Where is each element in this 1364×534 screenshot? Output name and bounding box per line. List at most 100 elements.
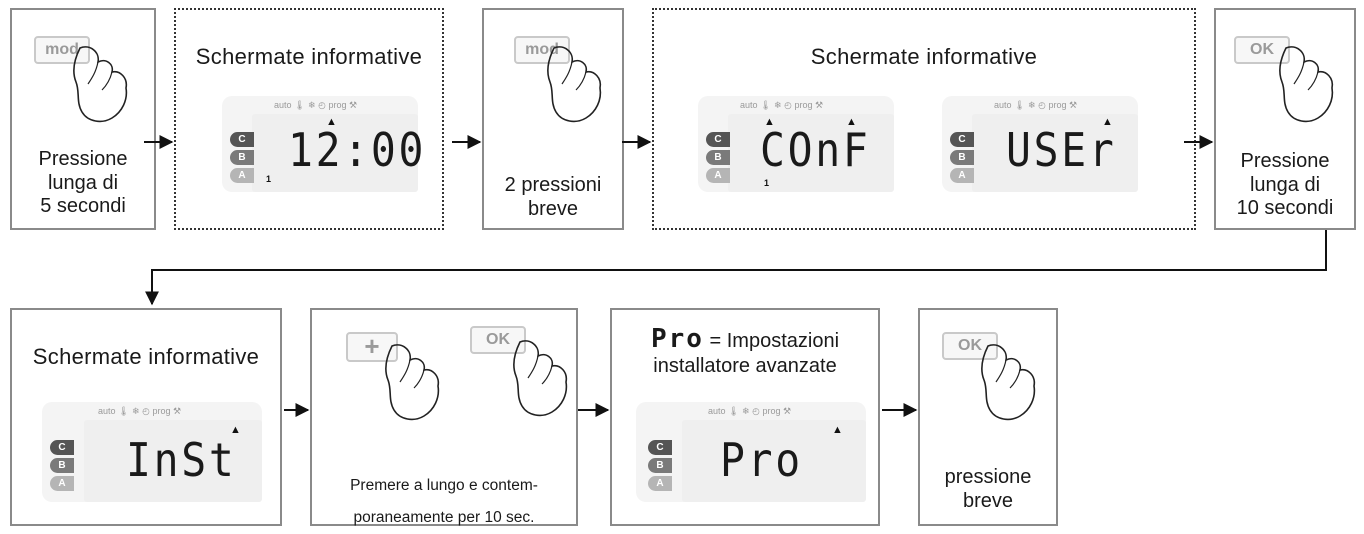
- mode-b-icon: B: [648, 458, 672, 473]
- pro-code: Pro: [650, 324, 704, 354]
- group-title: Schermate informative: [32, 344, 260, 369]
- indicator-arrow-icon: ▲: [326, 116, 337, 128]
- mode-b-icon: B: [230, 150, 254, 165]
- snowflake-icon: ❄: [774, 100, 782, 110]
- pressing-hand-icon: [981, 344, 1036, 421]
- group-title: Schermate informative: [195, 44, 423, 69]
- pro-description: Pro = Impostazioni installatore avanzate: [650, 324, 840, 377]
- pressing-hand-icon: [73, 46, 128, 123]
- auto-icon: auto: [994, 100, 1012, 110]
- snowflake-icon: ❄: [1028, 100, 1036, 110]
- instruction-text: 2 pressioni breve: [504, 174, 602, 220]
- lcd-value: USEr: [1006, 123, 1117, 177]
- snowflake-icon: ❄: [742, 406, 750, 416]
- instruction-text: Premere a lungo e contem- poraneamente p…: [350, 477, 538, 526]
- prog-icon: prog: [762, 406, 781, 416]
- mode-b-icon: B: [706, 150, 730, 165]
- mode-b-icon: B: [950, 150, 974, 165]
- snowflake-icon: ❄: [132, 406, 140, 416]
- lcd-value: InSt: [126, 433, 237, 487]
- lcd-screen: [972, 114, 1138, 192]
- mode-a-icon: A: [230, 168, 254, 183]
- wrench-icon: ⚒: [348, 100, 358, 110]
- info-screen-group-3: Schermate informative auto 🌡 ❄ ◴ prog ⚒ …: [10, 308, 282, 526]
- mod-key: mod: [34, 36, 90, 64]
- thermometer-icon: 🌡: [1014, 100, 1026, 110]
- lcd-marker: 1: [266, 174, 272, 184]
- auto-icon: auto: [274, 100, 292, 110]
- auto-icon: auto: [740, 100, 758, 110]
- lcd-value: COnF: [760, 123, 871, 177]
- lcd-screen: [252, 114, 418, 192]
- pressing-hand-icon: [547, 46, 602, 123]
- lcd-value: 12:00: [288, 123, 427, 177]
- prog-icon: prog: [152, 406, 171, 416]
- lcd-icon-row: auto 🌡 ❄ ◴ prog ⚒: [98, 406, 181, 417]
- thermometer-icon: 🌡: [294, 100, 306, 110]
- snowflake-icon: ❄: [308, 100, 316, 110]
- pressing-hand-icon: [1279, 46, 1334, 123]
- lcd-display: auto 🌡 ❄ ◴ prog ⚒ C B A ▲ InSt: [42, 402, 262, 502]
- pressing-hand-icon: [513, 340, 568, 417]
- step-short-press-final: OK pressione breve: [918, 308, 1058, 526]
- mode-a-icon: A: [648, 476, 672, 491]
- lcd-marker: 1: [764, 178, 770, 188]
- wrench-icon: ⚒: [1068, 100, 1078, 110]
- instruction-text: pressione breve: [944, 466, 1032, 512]
- ok-key: OK: [1234, 36, 1290, 64]
- lcd-display: auto 🌡 ❄ ◴ prog ⚒ C B A ▲ Pro: [636, 402, 866, 502]
- instruction-text: Pressione lunga di 10 secondi: [1236, 150, 1334, 220]
- indicator-arrow-icon: ▲: [230, 424, 241, 436]
- ok-key: OK: [942, 332, 998, 360]
- indicator-arrow-icon: ▲: [764, 116, 775, 128]
- lcd-display: auto 🌡 ❄ ◴ prog ⚒ C B A ▲ 12:00 1: [222, 96, 423, 192]
- mode-a-icon: A: [706, 168, 730, 183]
- mod-key: mod: [514, 36, 570, 64]
- wrench-icon: ⚒: [782, 406, 792, 416]
- prog-icon: prog: [328, 100, 347, 110]
- step-two-short-presses: mod 2 pressioni breve: [482, 8, 624, 230]
- lcd-icon-row: auto 🌡 ❄ ◴ prog ⚒: [994, 100, 1077, 111]
- clock-icon: ◴: [142, 406, 150, 416]
- thermometer-icon: 🌡: [118, 406, 130, 416]
- thermometer-icon: 🌡: [760, 100, 772, 110]
- step-combo-press: + OK Premere a lungo e contem- poraneame…: [310, 308, 578, 526]
- mode-a-icon: A: [950, 168, 974, 183]
- pro-screen-group: Pro = Impostazioni installatore avanzate…: [610, 308, 880, 526]
- instruction-text: Pressione lunga di 5 secondi: [38, 148, 128, 218]
- wrench-icon: ⚒: [814, 100, 824, 110]
- mode-c-icon: C: [648, 440, 672, 455]
- lcd-icon-row: auto 🌡 ❄ ◴ prog ⚒: [274, 100, 357, 111]
- pressing-hand-icon: [385, 344, 440, 421]
- lcd-display-conf: auto 🌡 ❄ ◴ prog ⚒ C B A ▲ ▲ COnF 1: [698, 96, 894, 192]
- mode-c-icon: C: [230, 132, 254, 147]
- indicator-arrow-icon: ▲: [1102, 116, 1113, 128]
- flow-arrow-return: [145, 230, 1327, 306]
- auto-icon: auto: [708, 406, 726, 416]
- mode-c-icon: C: [50, 440, 74, 455]
- mode-c-icon: C: [706, 132, 730, 147]
- auto-icon: auto: [98, 406, 116, 416]
- mode-b-icon: B: [50, 458, 74, 473]
- mode-a-icon: A: [50, 476, 74, 491]
- prog-icon: prog: [1048, 100, 1067, 110]
- group-title: Schermate informative: [810, 44, 1038, 69]
- clock-icon: ◴: [784, 100, 792, 110]
- wrench-icon: ⚒: [172, 406, 182, 416]
- info-screen-group-1: Schermate informative auto 🌡 ❄ ◴ prog ⚒ …: [174, 8, 444, 230]
- lcd-screen: [728, 114, 894, 192]
- thermometer-icon: 🌡: [728, 406, 740, 416]
- clock-icon: ◴: [1038, 100, 1046, 110]
- step-long-press-5s: mod Pressione lunga di 5 secondi: [10, 8, 156, 230]
- prog-icon: prog: [794, 100, 813, 110]
- mode-c-icon: C: [950, 132, 974, 147]
- lcd-icon-row: auto 🌡 ❄ ◴ prog ⚒: [740, 100, 823, 111]
- clock-icon: ◴: [752, 406, 760, 416]
- indicator-arrow-icon: ▲: [846, 116, 857, 128]
- indicator-arrow-icon: ▲: [832, 424, 843, 436]
- lcd-screen: [84, 420, 262, 502]
- lcd-value: Pro: [720, 433, 803, 487]
- step-long-press-10s: OK Pressione lunga di 10 secondi: [1214, 8, 1356, 230]
